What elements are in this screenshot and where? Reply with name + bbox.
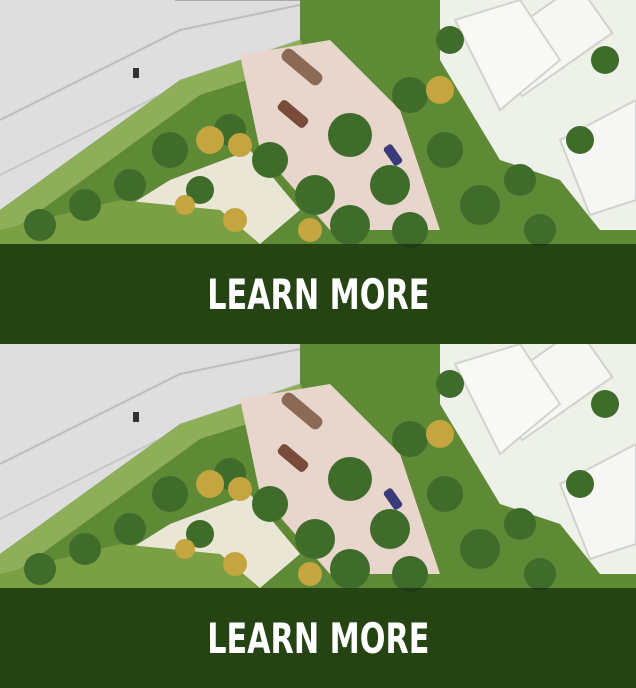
- promo-panel-2: LEARN MORE: [0, 344, 636, 688]
- promo-panel-1: LEARN MORE: [0, 0, 636, 344]
- learn-more-button[interactable]: LEARN MORE: [0, 588, 636, 688]
- learn-more-label: LEARN MORE: [206, 269, 430, 319]
- learn-more-button[interactable]: LEARN MORE: [0, 244, 636, 344]
- learn-more-label: LEARN MORE: [206, 613, 430, 663]
